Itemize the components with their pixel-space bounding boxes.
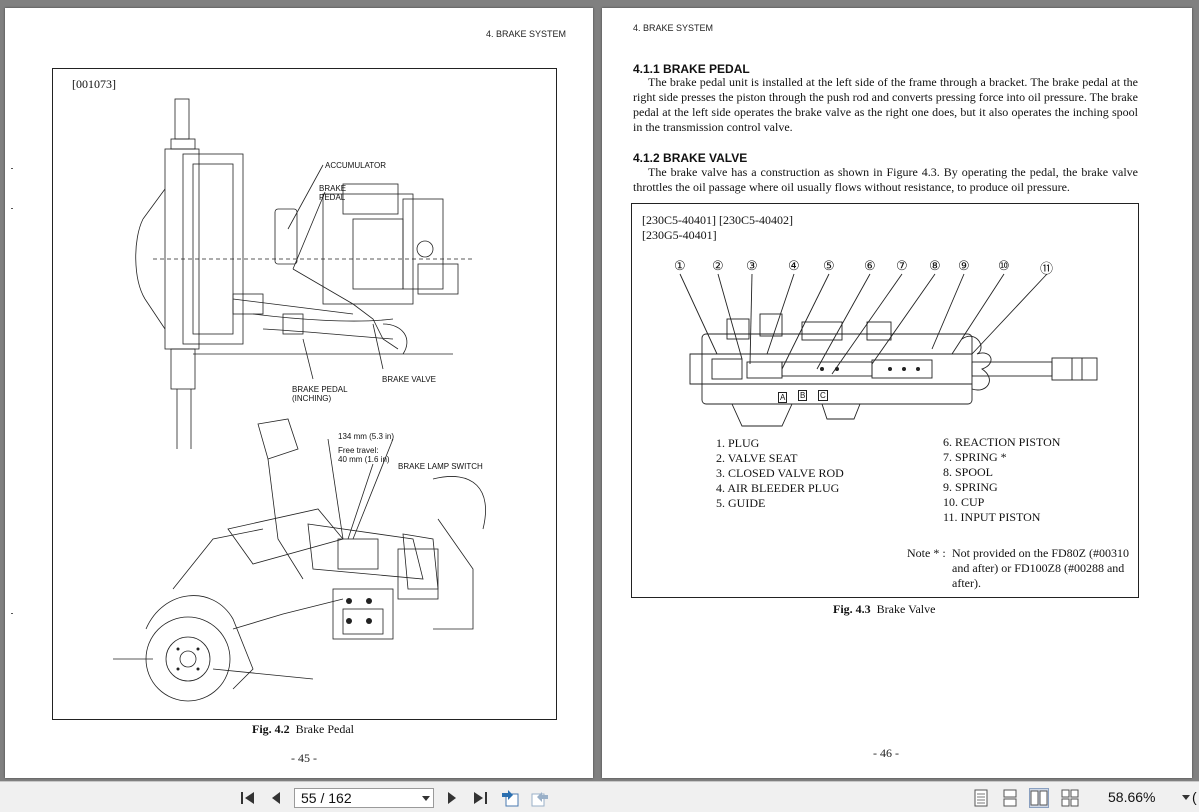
facing-pages-view-button[interactable] — [1029, 788, 1049, 808]
single-page-icon — [974, 789, 988, 807]
label-brake-pedal-1: BRAKE — [319, 184, 347, 193]
page-number-input[interactable]: 55 / 162 — [294, 788, 434, 808]
last-page-icon — [474, 792, 487, 804]
brake-pedal-drawing — [113, 98, 486, 702]
chevron-down-icon — [422, 796, 430, 801]
caption-label: Fig. 4.2 — [252, 722, 290, 736]
last-page-button[interactable] — [470, 788, 490, 808]
callout-number: ⑥ — [864, 258, 876, 273]
port-label-b: B — [798, 390, 808, 401]
callout-number: ⑦ — [896, 258, 908, 273]
part-item: 1. PLUG — [716, 436, 760, 450]
callout-number: ⑩ — [998, 258, 1010, 273]
section-text-brake-valve: The brake valve has a construction as sh… — [633, 165, 1138, 194]
single-page-view-button[interactable] — [971, 788, 991, 808]
document-viewport[interactable]: 4. BRAKE SYSTEM [001073] — [0, 0, 1199, 781]
callout-number: ① — [674, 258, 686, 273]
previous-page-button[interactable] — [266, 788, 286, 808]
label-free-travel-1: Free travel: — [338, 446, 379, 455]
part-item: 2. VALVE SEAT — [716, 451, 798, 465]
section-text-brake-pedal: The brake pedal unit is installed at the… — [633, 75, 1138, 134]
label-dimension-134: 134 mm (5.3 in) — [338, 432, 395, 441]
figure-reference-1: [230C5-40401] [230C5-40402] — [642, 213, 793, 227]
next-page-icon — [448, 792, 456, 804]
running-head: 4. BRAKE SYSTEM — [486, 29, 567, 39]
figure-reference: [001073] — [72, 77, 116, 91]
zoom-level[interactable]: 58.66% — [1108, 789, 1156, 805]
callout-number: ③ — [746, 258, 758, 273]
note-line: and after) or FD100Z8 (#00288 and — [952, 561, 1125, 575]
note-line: Not provided on the FD80Z (#00310 — [952, 546, 1129, 560]
page-46: 4. BRAKE SYSTEM 4.1.1 BRAKE PEDAL The br… — [602, 8, 1192, 778]
label-accumulator: ACCUMULATOR — [325, 161, 387, 170]
figure-brake-valve: [230C5-40401] [230C5-40402] [230G5-40401… — [631, 203, 1139, 598]
part-item: 11. INPUT PISTON — [943, 510, 1041, 524]
previous-page-icon — [272, 792, 280, 804]
continuous-page-icon — [1003, 789, 1017, 807]
page-45: 4. BRAKE SYSTEM [001073] — [5, 8, 593, 778]
continuous-facing-view-button[interactable] — [1060, 788, 1080, 808]
facing-pages-icon — [1030, 790, 1048, 806]
next-page-button[interactable] — [442, 788, 462, 808]
page-number: - 45 - — [291, 751, 317, 765]
label-brake-lamp-switch: BRAKE LAMP SWITCH — [398, 462, 483, 471]
viewer-toolbar: 55 / 162 58.66% ( — [0, 781, 1199, 812]
label-free-travel-2: 40 mm (1.6 in) — [338, 455, 390, 464]
caption-text: Brake Pedal — [295, 722, 354, 736]
callout-number: ⑧ — [929, 258, 941, 273]
part-item: 10. CUP — [943, 495, 985, 509]
first-page-icon — [241, 792, 254, 804]
figure-caption: Fig. 4.2 Brake Pedal — [252, 722, 354, 737]
callout-number: ⑪ — [1040, 261, 1054, 276]
next-view-icon — [531, 792, 548, 807]
parts-list-left: 1. PLUG 2. VALVE SEAT 3. CLOSED VALVE RO… — [716, 436, 844, 511]
label-brake-pedal-2: PEDAL — [319, 193, 346, 202]
note-text: Not provided on the FD80Z (#00310 and af… — [952, 546, 1129, 591]
page-number: - 46 - — [873, 746, 899, 760]
callout-number: ② — [712, 258, 724, 273]
zoom-overflow-text: ( — [1192, 789, 1197, 805]
label-inching-2: (INCHING) — [292, 394, 332, 403]
label-inching-1: BRAKE PEDAL — [292, 385, 348, 394]
part-item: 3. CLOSED VALVE ROD — [716, 466, 844, 480]
note-line: after). — [952, 576, 981, 590]
part-item: 4. AIR BLEEDER PLUG — [716, 481, 840, 495]
section-heading-brake-valve: 4.1.2 BRAKE VALVE — [633, 151, 748, 165]
parts-list-right: 6. REACTION PISTON 7. SPRING * 8. SPOOL … — [943, 435, 1060, 525]
part-item: 8. SPOOL — [943, 465, 994, 479]
first-page-button[interactable] — [238, 788, 258, 808]
previous-view-button[interactable] — [500, 788, 520, 808]
continuous-facing-icon — [1061, 789, 1079, 807]
port-label-a: A — [778, 392, 788, 403]
next-view-button[interactable] — [530, 788, 550, 808]
port-label-c: C — [818, 390, 828, 401]
figure-brake-pedal: [001073] — [52, 68, 557, 720]
callout-number: ⑤ — [823, 258, 835, 273]
figure-reference-2: [230G5-40401] — [642, 228, 717, 242]
note-label: Note * : — [907, 546, 946, 560]
section-heading-brake-pedal: 4.1.1 BRAKE PEDAL — [633, 62, 750, 76]
part-item: 6. REACTION PISTON — [943, 435, 1061, 449]
brake-valve-drawing — [679, 273, 1098, 427]
callout-number: ⑨ — [958, 258, 970, 273]
zoom-dropdown-icon[interactable] — [1182, 795, 1190, 800]
caption-label: Fig. 4.3 — [833, 602, 871, 616]
callout-number: ④ — [788, 258, 800, 273]
page-indicator: 55 / 162 — [301, 790, 352, 806]
previous-view-icon — [502, 790, 519, 807]
label-brake-valve: BRAKE VALVE — [382, 375, 436, 384]
part-item: 5. GUIDE — [716, 496, 766, 510]
figure-caption: Fig. 4.3 Brake Valve — [833, 602, 935, 617]
part-item: 7. SPRING * — [943, 450, 1007, 464]
continuous-view-button[interactable] — [1000, 788, 1020, 808]
running-head: 4. BRAKE SYSTEM — [633, 23, 714, 33]
caption-text: Brake Valve — [876, 602, 936, 616]
part-item: 9. SPRING — [943, 480, 998, 494]
